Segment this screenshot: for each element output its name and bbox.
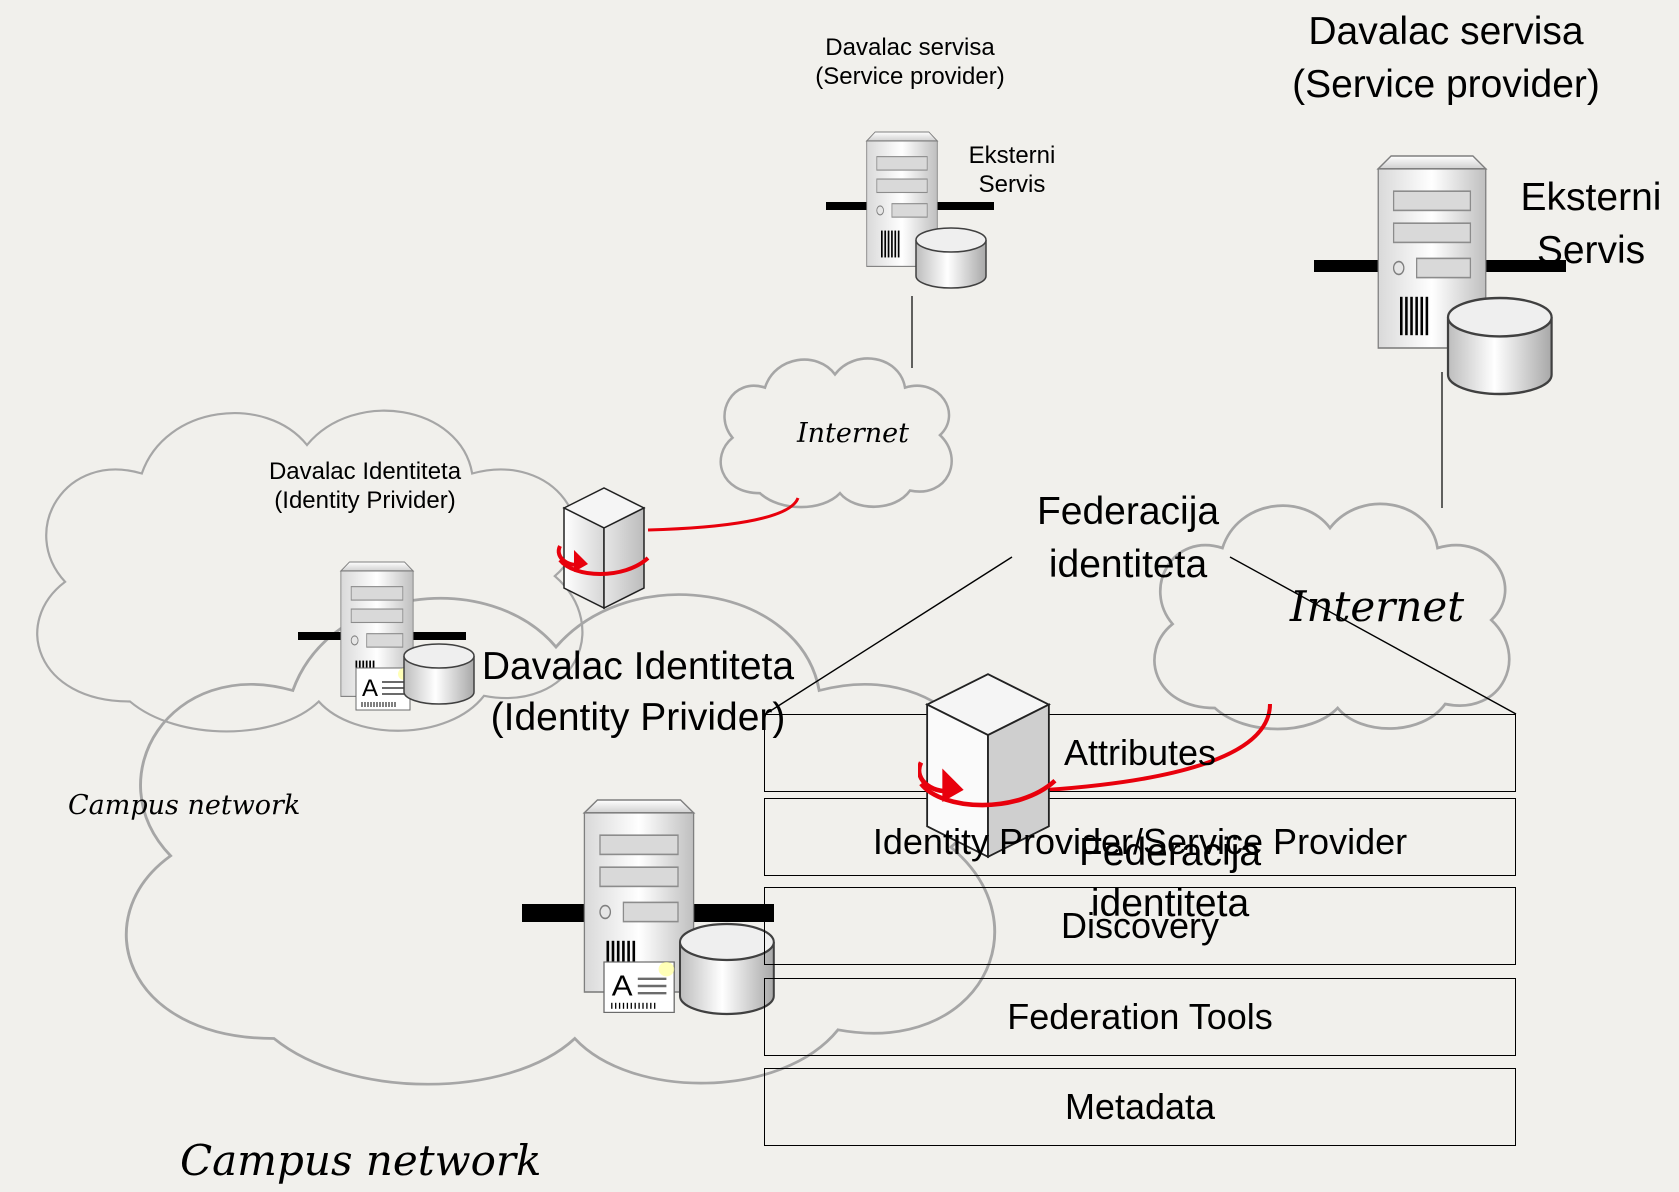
service-provider-title: Davalac servisa — [825, 34, 995, 61]
campus-label-small: Campus network — [68, 790, 301, 821]
federation-label-large: Federacija identiteta — [1012, 486, 1244, 591]
external-line1: Eksterni — [1520, 176, 1662, 219]
external-service-label-small: Eksterni Servis — [952, 142, 1072, 200]
internet-label-small: Internet — [796, 418, 909, 449]
layer-metadata: Metadata — [1064, 1086, 1216, 1127]
federation-line2: identiteta — [1090, 881, 1250, 925]
federation-pointer-left — [763, 556, 1013, 716]
federation-line2: identiteta — [1048, 542, 1208, 586]
layer-box-metadata — [764, 1068, 1516, 1146]
layer-federation-tools: Federation Tools — [1007, 996, 1273, 1037]
idp-link-large — [1045, 703, 1272, 792]
internet-label-large: Internet — [1289, 582, 1465, 631]
external-line2: Servis — [1536, 228, 1646, 272]
layer-discovery: Discovery — [1060, 905, 1220, 946]
layer-attributes: Attributes — [1063, 732, 1217, 773]
id-card-icon — [602, 960, 676, 1014]
external-line1: Eksterni — [968, 142, 1056, 169]
layer-box-idp-sp — [764, 798, 1516, 876]
service-provider-subtitle: (Service provider) — [815, 62, 1005, 90]
layer-box-attributes — [764, 714, 1516, 792]
layer-box-federation-tools — [764, 978, 1516, 1056]
identity-provider-title: Davalac Identiteta — [268, 458, 462, 485]
identity-provider-label-small: Davalac Identiteta (Identity Privider) — [232, 458, 498, 516]
federation-label-small: Federacija identiteta — [1054, 828, 1286, 929]
federation-line1: Federacija — [1078, 831, 1262, 874]
firewall-icon — [918, 673, 1057, 859]
layer-box-discovery — [764, 887, 1516, 965]
database-icon — [915, 227, 987, 289]
external-service-label-large: Eksterni Servis — [1506, 172, 1676, 277]
identity-provider-title: Davalac Identiteta — [481, 645, 795, 688]
campus-label-large: Campus network — [180, 1136, 542, 1185]
firewall-icon — [556, 486, 650, 610]
identity-provider-label-large: Davalac Identiteta (Identity Privider) — [448, 642, 828, 743]
federation-pointer-right — [1229, 556, 1517, 715]
layer-idp-sp: Identity Provider/Service Provider — [872, 821, 1408, 862]
federation-line1: Federacija — [1036, 490, 1220, 533]
external-line2: Servis — [978, 170, 1046, 198]
service-provider-title: Davalac servisa — [1308, 10, 1584, 53]
database-icon — [678, 922, 775, 1016]
database-icon — [1446, 296, 1553, 396]
service-provider-subtitle: (Service provider) — [1292, 62, 1600, 106]
idp-link-small — [647, 497, 800, 532]
service-provider-label-small: Davalac servisa (Service provider) — [790, 34, 1030, 92]
identity-provider-subtitle: (Identity Privider) — [490, 695, 786, 739]
id-card-icon — [355, 667, 411, 711]
service-provider-label-large: Davalac servisa (Service provider) — [1246, 6, 1646, 111]
identity-provider-subtitle: (Identity Privider) — [274, 486, 456, 514]
